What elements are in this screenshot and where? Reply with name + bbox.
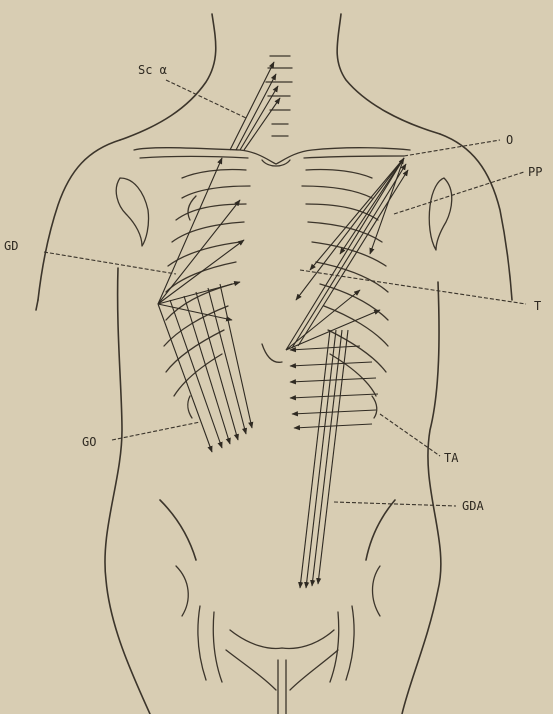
label-gd: GD <box>4 239 18 253</box>
label-gda: GDA <box>462 499 484 513</box>
label-pp: PP <box>528 165 542 179</box>
label-go: GO <box>82 435 96 449</box>
label-o: O <box>506 133 513 147</box>
label-t: T <box>534 299 541 313</box>
label-serratus: Sc α <box>138 63 167 77</box>
label-ta: TA <box>444 451 459 465</box>
